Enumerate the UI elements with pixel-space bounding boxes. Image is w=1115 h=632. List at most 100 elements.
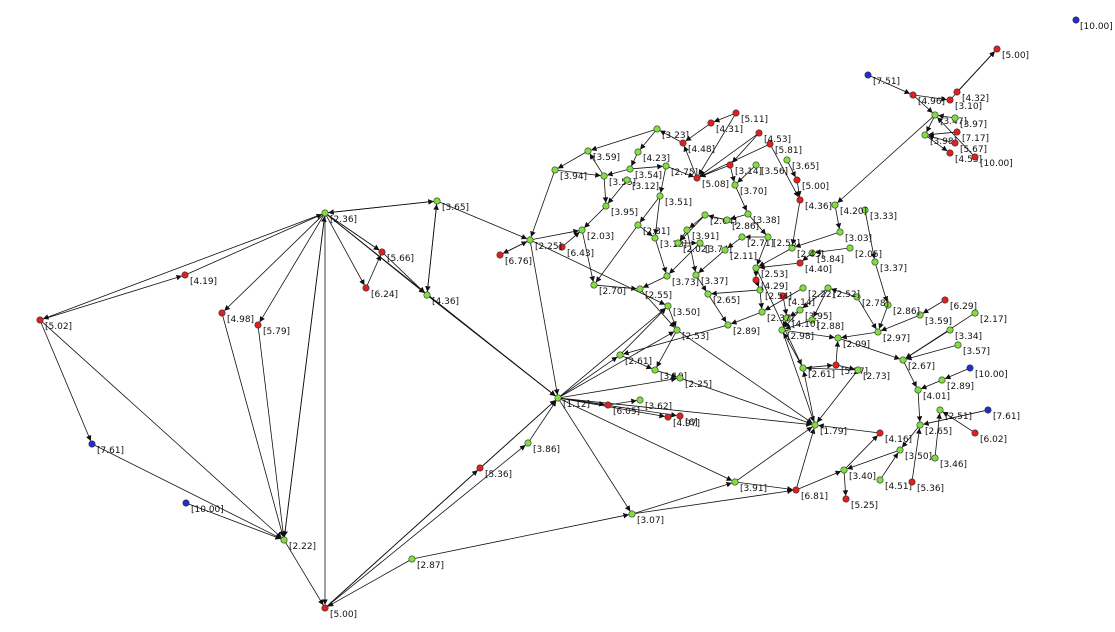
node-dot-red: [755, 129, 763, 137]
graph-edge: [699, 134, 757, 177]
node-dot-green: [704, 290, 712, 298]
node-dot-blue: [864, 71, 872, 79]
graph-node: [6.05]: [604, 401, 640, 417]
node-dot-green: [731, 181, 739, 189]
graph-node: [2.53]: [673, 326, 709, 342]
graph-node: [2.09]: [834, 334, 870, 350]
node-dot-red: [792, 486, 800, 494]
graph-edge: [328, 200, 434, 215]
node-label: [7.17]: [962, 134, 989, 144]
graph-edge: [920, 380, 940, 390]
graph-node: [2.65]: [704, 290, 740, 306]
node-label: [2.54]: [765, 292, 792, 302]
graph-edge: [607, 182, 626, 204]
node-label: [2.52]: [833, 290, 860, 300]
graph-edge: [384, 253, 425, 293]
graph-node: [10.00]: [182, 499, 224, 515]
node-dot-red: [766, 140, 774, 148]
graph-edge: [906, 345, 956, 361]
graph-node: [4.40]: [796, 259, 832, 275]
graph-edge: [621, 308, 666, 353]
node-label: [4.53]: [764, 135, 791, 145]
node-label: [7.61]: [993, 412, 1020, 422]
graph-node: [10.00]: [1072, 16, 1113, 32]
node-label: [2.51]: [945, 412, 972, 422]
graph-edge: [668, 166, 695, 178]
graph-node: [2.75]: [662, 162, 698, 178]
graph-edge: [816, 372, 857, 423]
node-dot-green: [931, 111, 939, 119]
graph-edge: [737, 166, 754, 183]
node-label: [7.61]: [97, 446, 124, 456]
node-label: [3.91]: [740, 484, 767, 494]
graph-edge: [679, 232, 686, 241]
graph-edge: [560, 356, 618, 397]
node-label: [4.16]: [885, 435, 912, 445]
node-dot-green: [954, 341, 962, 349]
node-label: [3.10]: [660, 372, 687, 382]
graph-node: [4.55]: [946, 149, 982, 165]
node-label: [5.81]: [775, 146, 802, 156]
node-label: [1.12]: [563, 400, 590, 410]
node-dot-green: [811, 421, 819, 429]
graph-node: [2.70]: [590, 281, 626, 297]
graph-edge: [640, 131, 656, 150]
node-label: [2.64]: [710, 217, 737, 227]
graph-edge: [584, 208, 604, 228]
graph-edge: [709, 296, 727, 323]
node-dot-green: [626, 165, 634, 173]
graph-node: [7.51]: [864, 71, 900, 87]
node-label: [3.98]: [930, 137, 957, 147]
graph-edge: [639, 198, 659, 223]
node-dot-red: [676, 412, 684, 420]
graph-node: [4.32]: [953, 88, 989, 104]
graph-node: [3.18]: [651, 234, 687, 250]
node-dot-green: [938, 376, 946, 384]
node-dot-green: [280, 536, 288, 544]
node-label: [3.62]: [645, 402, 672, 412]
node-dot-green: [731, 478, 739, 486]
graph-node: [4.01]: [914, 386, 950, 402]
graph-node: [3.73]: [663, 272, 699, 288]
node-dot-red: [793, 176, 801, 184]
node-dot-red: [946, 96, 954, 104]
graph-edge: [597, 284, 637, 292]
graph-edge: [916, 95, 947, 102]
graph-node: [2.71]: [738, 233, 774, 249]
graph-node: [3.95]: [796, 306, 832, 322]
node-label: [5.08]: [702, 180, 729, 190]
node-label: [3.10]: [955, 102, 982, 112]
graph-edge: [730, 312, 760, 325]
node-label: [3.91]: [692, 232, 719, 242]
graph-edge: [582, 233, 595, 282]
node-label: [2.11]: [730, 252, 757, 262]
graph-edge: [846, 450, 898, 470]
node-label: [4.32]: [962, 94, 989, 104]
node-label: [2.43]: [797, 250, 824, 260]
node-label: [4.20]: [840, 207, 867, 217]
graph-node: [2.89]: [938, 376, 974, 392]
node-label: [2.87]: [417, 561, 444, 571]
graph-node: [3.38]: [744, 210, 780, 226]
node-label: [10.00]: [980, 159, 1013, 169]
graph-edge: [659, 130, 681, 142]
node-dot-green: [664, 302, 672, 310]
graph-node: [2.54]: [756, 286, 792, 302]
graph-edge: [813, 290, 827, 318]
graph-edge: [730, 168, 736, 182]
graph-edge: [796, 428, 816, 488]
node-label: [4.96]: [918, 97, 945, 107]
node-label: [2.61]: [808, 370, 835, 380]
graph-node: [2.22]: [799, 284, 835, 300]
graph-node: [3.50]: [896, 446, 932, 462]
graph-node: [6.02]: [971, 429, 1007, 445]
node-label: [2.75]: [671, 168, 698, 178]
graph-edge: [558, 170, 601, 178]
node-label: [3.50]: [673, 308, 700, 318]
graph-node: [3.10]: [651, 366, 687, 382]
node-label: [3.73]: [672, 278, 699, 288]
graph-edge: [730, 214, 746, 221]
graph-edge: [758, 293, 765, 309]
node-dot-red: [971, 153, 979, 161]
